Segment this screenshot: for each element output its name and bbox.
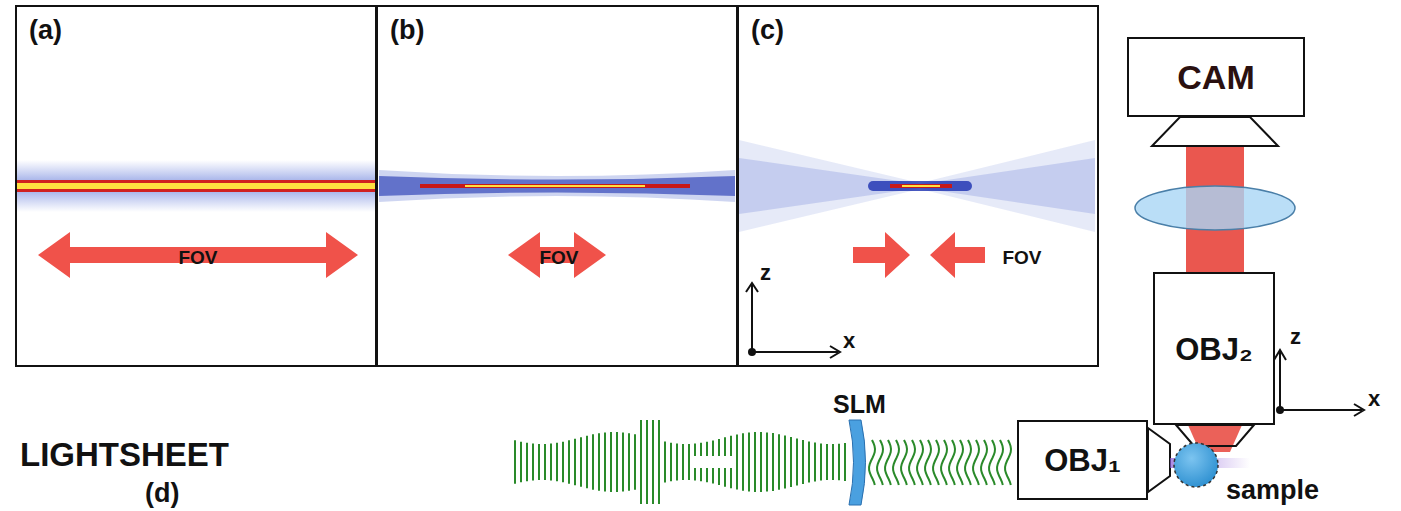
fov-arrows bbox=[38, 232, 985, 278]
axis-label: x bbox=[843, 330, 855, 352]
box-label: OBJ₂ bbox=[1175, 333, 1253, 364]
panel-frame: (c) FOV bbox=[737, 5, 1099, 367]
slm-element bbox=[849, 420, 866, 505]
panel-letter: (a) bbox=[29, 17, 62, 44]
fov-label: FOV bbox=[539, 248, 578, 267]
camera-mount bbox=[1152, 117, 1278, 146]
beam-profile-c bbox=[739, 140, 1095, 232]
sample-drop bbox=[1174, 443, 1218, 487]
panel-letter: (b) bbox=[390, 17, 424, 44]
box-label: CAM bbox=[1177, 60, 1254, 94]
objective-tip bbox=[1148, 428, 1170, 492]
sample-label: sample bbox=[1226, 477, 1319, 504]
beam-label: LIGHTSHEET bbox=[20, 438, 229, 471]
panel-letter: (c) bbox=[751, 17, 784, 44]
beam-profile-a bbox=[17, 160, 375, 212]
beam-profile-b bbox=[379, 170, 735, 202]
component-label: SLM bbox=[833, 392, 886, 417]
box-label: OBJ₁ bbox=[1044, 445, 1121, 476]
objective-tip bbox=[1176, 425, 1254, 446]
tube-lens bbox=[1135, 186, 1295, 230]
objective-box: OBJ₂ bbox=[1153, 272, 1275, 425]
panel-frame: (b) FOV bbox=[376, 5, 738, 367]
fov-label: FOV bbox=[178, 248, 217, 267]
camera-box: CAM bbox=[1127, 37, 1305, 117]
axis-label: z bbox=[1290, 326, 1301, 348]
axis-label: z bbox=[760, 262, 771, 284]
panel-frame: (a) FOV bbox=[15, 5, 377, 367]
fov-label: FOV bbox=[1002, 248, 1041, 267]
axis-label: x bbox=[1368, 388, 1380, 410]
wavefronts bbox=[515, 420, 1011, 504]
objective-box: OBJ₁ bbox=[1017, 420, 1148, 500]
panel-letter: (d) bbox=[145, 480, 179, 507]
